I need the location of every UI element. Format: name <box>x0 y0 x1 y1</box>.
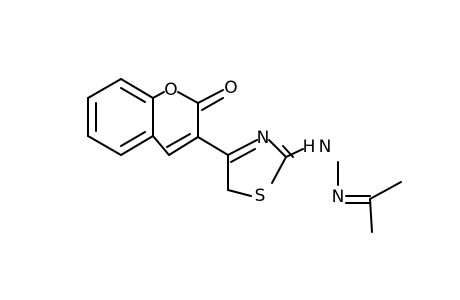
imine-nitrogen-label: N <box>332 187 345 207</box>
bond <box>87 135 122 156</box>
carbonyl-oxygen-label: O <box>224 78 237 98</box>
benzene-ring <box>87 78 154 156</box>
bond <box>87 78 122 99</box>
bond <box>227 139 258 156</box>
bond <box>197 136 229 156</box>
hydrazine-n1-label: N <box>319 137 332 157</box>
thiazole-sulfur-label: S <box>255 186 266 206</box>
pyranone-ring <box>152 89 224 156</box>
thiazole-nitrogen-label: N <box>257 128 270 148</box>
bond <box>369 181 402 200</box>
bond <box>369 198 373 233</box>
carbonyl-bond <box>201 97 224 111</box>
bond <box>168 136 199 156</box>
bond <box>268 139 287 158</box>
double-bond-inner <box>120 87 146 103</box>
ring-oxygen-label: O <box>164 80 177 100</box>
thiazole-ring <box>227 139 294 197</box>
hydrazine-h-label: H <box>303 137 316 157</box>
bond <box>285 148 304 158</box>
bond <box>152 91 165 99</box>
bond <box>120 135 154 156</box>
bond <box>152 135 170 156</box>
bond <box>227 189 252 197</box>
hydrazone-chain <box>285 148 402 233</box>
double-bond-inner <box>230 148 256 163</box>
bond <box>120 78 154 99</box>
bond <box>177 91 199 104</box>
double-bond-inner <box>166 133 191 148</box>
carbonyl-bond <box>197 89 224 104</box>
double-bond-inner <box>120 131 146 147</box>
bond <box>271 156 287 184</box>
